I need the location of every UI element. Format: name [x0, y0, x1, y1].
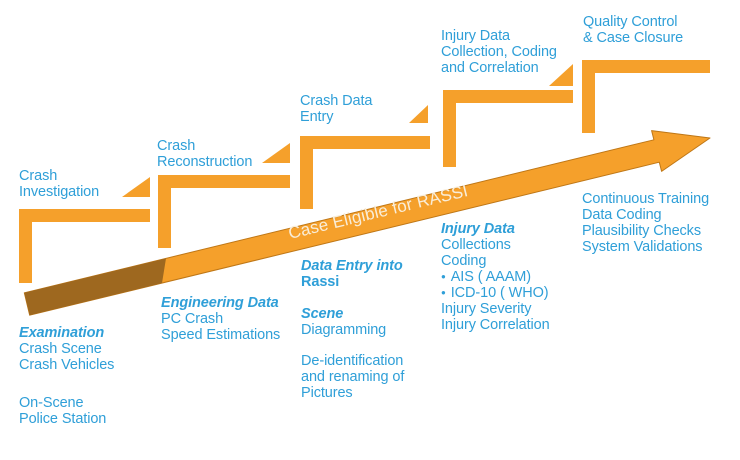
detail-injury-data: Injury Data Collections Coding AIS ( AAA…: [441, 221, 550, 333]
detail-line: Collections: [441, 237, 511, 253]
detail-line: Crash Scene: [19, 341, 102, 357]
step-1-climb-triangle-icon: [122, 177, 150, 197]
step-label-crash-investigation: Crash Investigation: [19, 168, 99, 200]
step-label-line: Entry: [300, 109, 334, 125]
detail-examination: Examination Crash Scene Crash Vehicles: [19, 325, 114, 373]
detail-deidentification: De-identification and renaming of Pictur…: [301, 353, 404, 401]
step-4-shape: [443, 90, 573, 167]
detail-line: Coding: [441, 253, 487, 269]
step-label-line: Crash Data: [300, 93, 373, 109]
detail-heading: Injury Data: [441, 221, 515, 237]
detail-line: De-identification: [301, 353, 404, 369]
step-3-shape: [300, 136, 430, 209]
step-label-line: Crash: [157, 138, 196, 154]
detail-data-entry: Data Entry into Rassi: [301, 258, 403, 290]
step-label-line: and Correlation: [441, 60, 539, 76]
step-1-shape: [19, 209, 150, 283]
detail-line: Continuous Training: [582, 191, 710, 207]
step-label-crash-data-entry: Crash Data Entry: [300, 93, 372, 125]
detail-line: Data Coding: [582, 207, 662, 223]
detail-heading: Examination: [19, 325, 105, 341]
step-label-line: Crash: [19, 168, 58, 184]
detail-location: On-Scene Police Station: [19, 395, 106, 427]
step-label-quality-control: Quality Control & Case Closure: [583, 14, 683, 46]
detail-line: Plausibility Checks: [582, 223, 701, 239]
detail-heading: Data Entry into: [301, 258, 403, 274]
step-label-line: Investigation: [19, 184, 100, 200]
detail-line: Injury Correlation: [441, 317, 550, 333]
step-label-line: Reconstruction: [157, 154, 253, 170]
detail-line: and renaming of: [301, 369, 405, 385]
step-2-shape: [158, 175, 290, 248]
step-3-climb-triangle-icon: [409, 105, 428, 123]
detail-line: Crash Vehicles: [19, 357, 115, 373]
detail-line: Diagramming: [301, 322, 387, 338]
step-label-line: Collection, Coding: [441, 44, 557, 60]
step-label-crash-reconstruction: Crash Reconstruction: [157, 138, 252, 170]
flow-arrow-dark-tail: [24, 258, 166, 316]
step-label-line: & Case Closure: [583, 30, 684, 46]
detail-engineering-data: Engineering Data PC Crash Speed Estimati…: [161, 295, 280, 343]
detail-line: System Validations: [582, 239, 703, 255]
detail-heading: Engineering Data: [161, 295, 279, 311]
detail-heading: Scene: [301, 306, 344, 322]
detail-scene: Scene Diagramming: [301, 306, 386, 338]
detail-line: Injury Severity: [441, 301, 532, 317]
step-4-climb-triangle-icon: [549, 64, 573, 86]
bullet-item: ICD-10 ( WHO): [441, 285, 550, 301]
detail-subheading: Rassi: [301, 274, 340, 290]
step-5-shape: [582, 60, 710, 133]
step-label-line: Injury Data: [441, 28, 511, 44]
bullet-item: AIS ( AAAM): [441, 269, 550, 285]
step-2-climb-triangle-icon: [262, 143, 290, 163]
detail-line: Police Station: [19, 411, 107, 427]
step-label-line: Quality Control: [583, 14, 678, 30]
detail-line: PC Crash: [161, 311, 224, 327]
step-label-injury-data-collection: Injury Data Collection, Coding and Corre…: [441, 28, 557, 76]
detail-line: On-Scene: [19, 395, 84, 411]
detail-line: Pictures: [301, 385, 353, 401]
detail-closure: Continuous Training Data Coding Plausibi…: [582, 191, 709, 255]
detail-line: Speed Estimations: [161, 327, 281, 343]
